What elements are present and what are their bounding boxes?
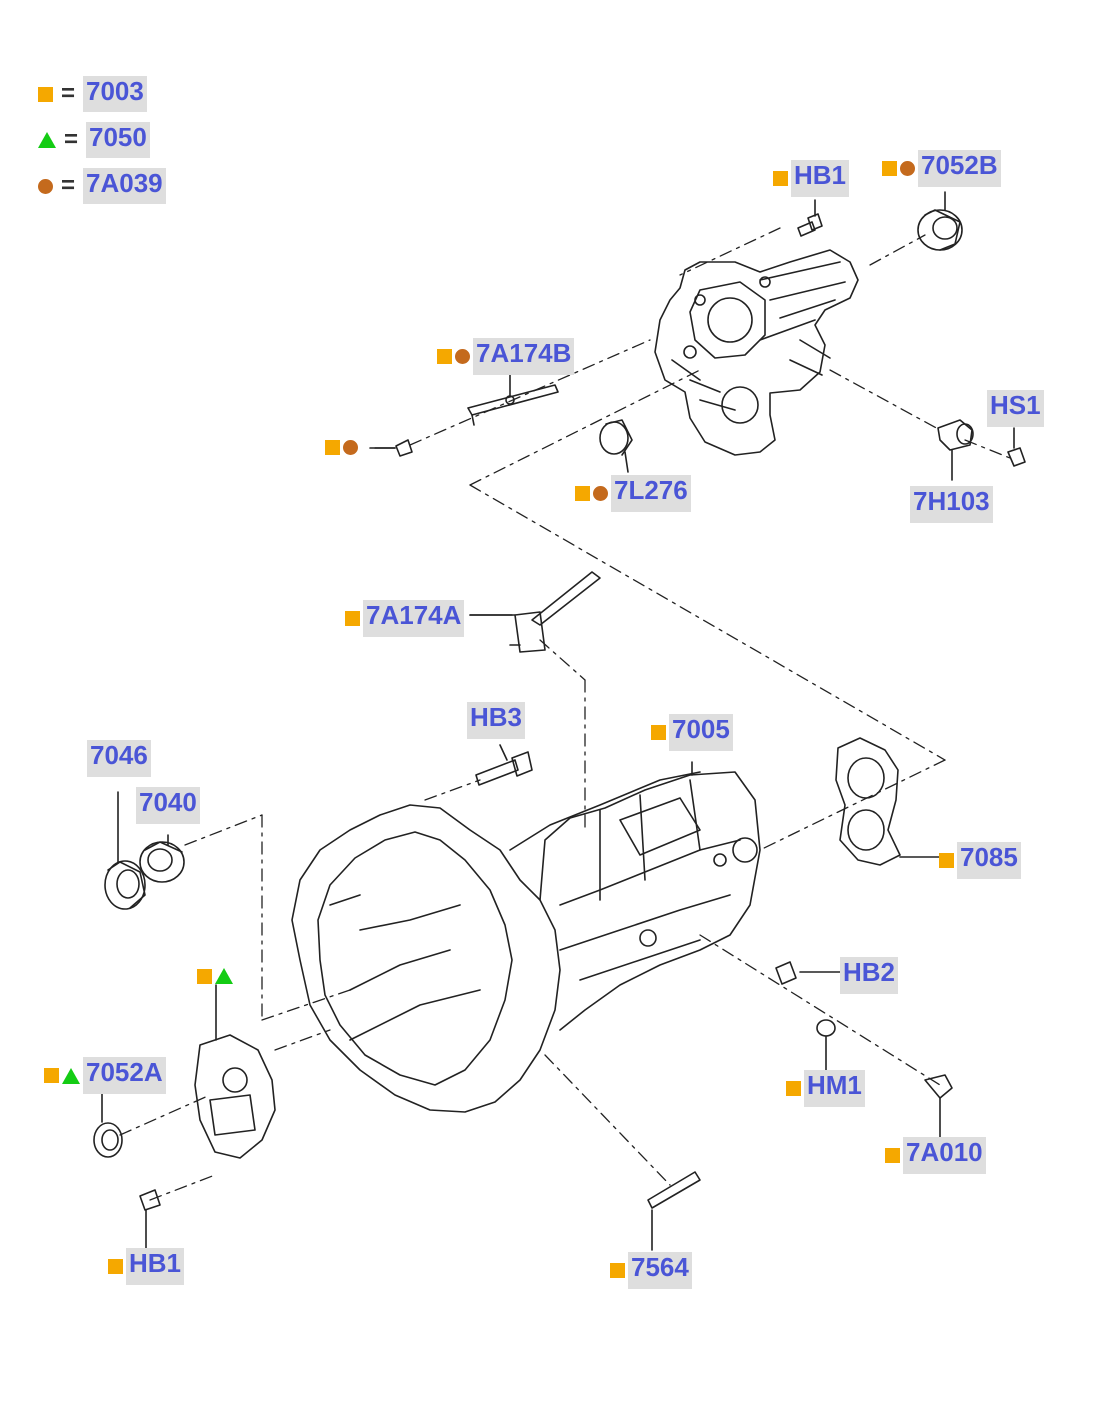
callout-7085[interactable]: 7085 [939, 842, 1021, 879]
seal-7046-illustration [104, 791, 146, 910]
callout-7564[interactable]: 7564 [610, 1252, 692, 1289]
callout-hb2[interactable]: HB2 [840, 957, 899, 994]
square-symbol-icon [882, 161, 897, 176]
transmission-case-illustration [291, 761, 761, 1113]
sensor-7h103-illustration [937, 419, 1026, 481]
square-symbol-icon [786, 1081, 801, 1096]
front-cover-7052a-illustration [93, 984, 276, 1159]
circle-symbol-icon [38, 178, 53, 194]
square-symbol-icon [44, 1068, 59, 1083]
triangle-symbol-icon [38, 132, 56, 148]
callout-7052b[interactable]: 7052B [882, 150, 1001, 187]
legend-row-7a039: = 7A039 [38, 168, 166, 204]
circle-symbol-icon [343, 440, 358, 455]
legend-code: 7003 [83, 76, 147, 112]
circle-symbol-icon [455, 349, 470, 364]
bolt-hb2-illustration [775, 961, 841, 985]
callout-hm1[interactable]: HM1 [786, 1070, 865, 1107]
square-symbol-icon [38, 86, 53, 102]
rail-7564-illustration [647, 1171, 701, 1251]
callout-7a010[interactable]: 7A010 [885, 1137, 986, 1174]
square-symbol-icon [197, 968, 212, 984]
legend-row-7003: = 7003 [38, 76, 147, 112]
leader-lines [374, 447, 513, 616]
callout-cover-symbols[interactable] [197, 968, 233, 984]
callout-hs1[interactable]: HS1 [987, 390, 1044, 427]
circle-symbol-icon [593, 486, 608, 501]
bolt-hb1-bottom-illustration [139, 1189, 161, 1251]
square-symbol-icon [885, 1148, 900, 1163]
gasket-7085-illustration [835, 737, 941, 866]
shift-lever-7a174a-illustration [469, 571, 601, 653]
triangle-symbol-icon [62, 1067, 80, 1084]
plug-7a010-illustration [924, 1074, 953, 1141]
callout-7040[interactable]: 7040 [136, 787, 200, 824]
callout-7046[interactable]: 7046 [87, 740, 151, 777]
callout-hb3[interactable]: HB3 [467, 702, 526, 739]
seal-7052b-illustration [917, 191, 963, 251]
legend-code: 7050 [86, 122, 150, 158]
assembly-dash-lines [119, 227, 1016, 1201]
shift-rail-7a174b-illustration [467, 371, 559, 426]
bolt-hb3-illustration [475, 744, 533, 786]
square-symbol-icon [939, 853, 954, 868]
square-symbol-icon [773, 171, 788, 186]
square-symbol-icon [437, 349, 452, 364]
legend-code: 7A039 [83, 168, 166, 204]
callout-7005[interactable]: 7005 [651, 714, 733, 751]
extension-housing-illustration [654, 249, 859, 456]
triangle-symbol-icon [215, 968, 233, 984]
seal-7l276-illustration [599, 419, 633, 473]
legend-row-7050: = 7050 [38, 122, 150, 158]
callout-7a174b[interactable]: 7A174B [437, 338, 575, 375]
square-symbol-icon [325, 440, 340, 455]
callout-7h103[interactable]: 7H103 [910, 486, 993, 523]
square-symbol-icon [345, 611, 360, 626]
square-symbol-icon [575, 486, 590, 501]
bolt-hb1-top-illustration [797, 199, 823, 237]
square-symbol-icon [610, 1263, 625, 1278]
seal-7040-illustration [139, 834, 185, 883]
square-symbol-icon [108, 1259, 123, 1274]
callout-bolt-symbols[interactable] [325, 440, 358, 455]
callout-7l276[interactable]: 7L276 [575, 475, 691, 512]
callout-7052a[interactable]: 7052A [44, 1057, 166, 1094]
circle-symbol-icon [900, 161, 915, 176]
callout-7a174a[interactable]: 7A174A [345, 600, 465, 637]
callout-hb1-top[interactable]: HB1 [773, 160, 850, 197]
square-symbol-icon [651, 725, 666, 740]
seal-hm1-illustration [816, 1019, 836, 1076]
callout-hb1-bottom[interactable]: HB1 [108, 1248, 185, 1285]
